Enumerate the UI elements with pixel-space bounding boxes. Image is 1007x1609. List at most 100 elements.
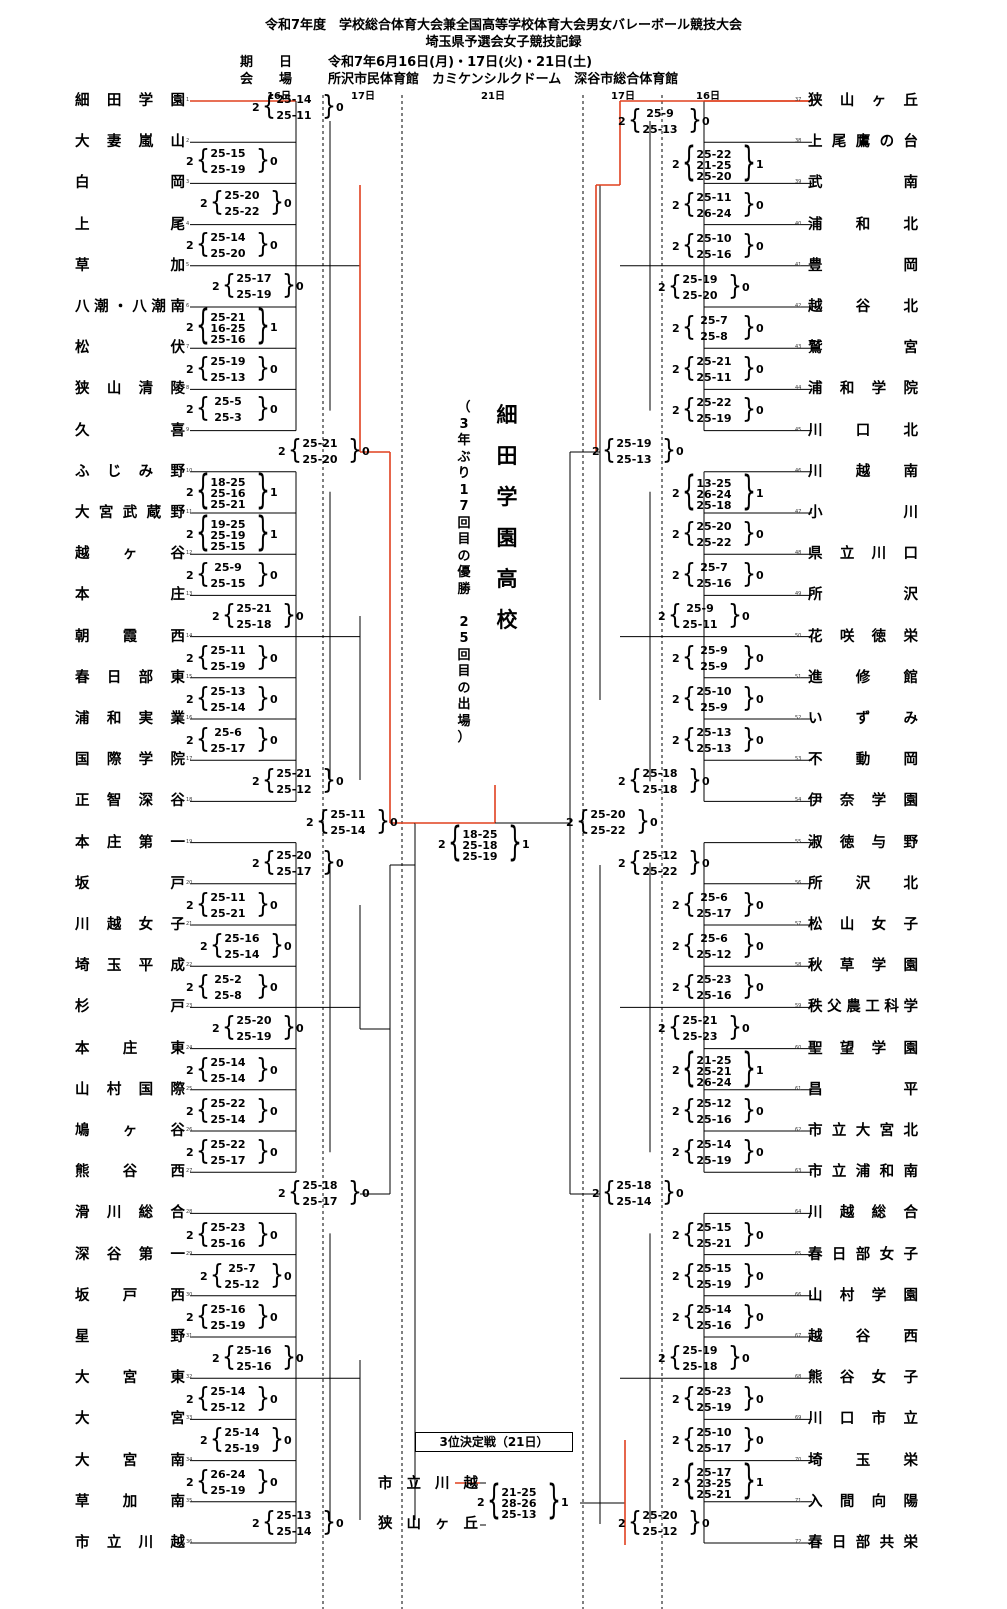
match-wins-2: 0 — [284, 940, 292, 953]
match-wins-1: 2 — [592, 445, 600, 458]
seed-number: 2 — [186, 138, 190, 145]
team-name: 坂戸 — [75, 875, 185, 892]
set-score: 25-22 — [696, 396, 732, 409]
brace-left: { — [196, 642, 210, 673]
seed-number: 64 — [795, 1209, 802, 1216]
match-wins-2: 0 — [270, 239, 278, 252]
brace-right: } — [742, 189, 756, 220]
brace-left: { — [196, 1219, 210, 1250]
brace-left: { — [682, 1383, 696, 1414]
match-wins-2: 1 — [561, 1496, 569, 1509]
brace-left: { — [288, 435, 302, 466]
team-name: 細田学園 — [75, 93, 185, 109]
set-score: 25-14 — [210, 1385, 246, 1398]
set-score: 25-10 — [696, 1426, 732, 1439]
team-name: 市立川越 — [75, 1535, 185, 1551]
match-wins-2: 0 — [756, 1393, 764, 1406]
match-wins-2: 0 — [270, 1476, 278, 1489]
team-name: いずみ — [808, 711, 918, 727]
match-wins-1: 2 — [672, 569, 680, 582]
set-score: 25-20 — [276, 849, 312, 862]
seed-number: 34 — [186, 1456, 193, 1463]
set-score: 25-16 — [210, 486, 246, 500]
team-name: 松伏 — [75, 340, 185, 357]
brace-right: } — [742, 1136, 756, 1167]
brace-right: } — [282, 270, 296, 301]
match-wins-2: 0 — [270, 1105, 278, 1118]
match-wins-2: 1 — [756, 487, 764, 500]
set-score: 25-11 — [210, 891, 246, 904]
brace-right: } — [256, 559, 270, 590]
third-place-label: 3位決定戦（21日） — [415, 1432, 573, 1452]
team-name: 久喜 — [75, 422, 185, 439]
brace-left: { — [196, 393, 210, 424]
brace-right: } — [728, 600, 742, 631]
set-score: 25-11 — [276, 109, 312, 122]
team-name: 上尾 — [75, 216, 185, 233]
match-wins-2: 0 — [756, 1229, 764, 1242]
match-wins-2: 0 — [756, 1311, 764, 1324]
brace-right: } — [256, 393, 270, 424]
match-wins-1: 2 — [278, 1187, 286, 1200]
brace-left: { — [196, 724, 210, 755]
match-wins-2: 0 — [756, 322, 764, 335]
set-score: 25-20 — [236, 1014, 272, 1027]
team-name: 本庄第一 — [75, 834, 185, 851]
set-score: 25-13 — [210, 685, 246, 698]
match-wins-1: 2 — [306, 816, 314, 829]
match-wins-2: 0 — [270, 693, 278, 706]
set-score: 25-19 — [462, 849, 498, 863]
set-score: 25-9 — [700, 701, 728, 714]
match-wins-2: 0 — [270, 1311, 278, 1324]
team-name: 杉戸 — [75, 999, 185, 1016]
set-score: 25-19 — [210, 1484, 246, 1497]
set-score: 25-18 — [682, 1360, 718, 1373]
match-wins-2: 0 — [702, 115, 710, 128]
brace-right: } — [270, 1260, 284, 1291]
set-score: 25-21 — [696, 355, 732, 368]
brace-left: { — [448, 820, 462, 866]
set-score: 25-14 — [696, 1303, 732, 1316]
team-name: 本庄東 — [75, 1040, 185, 1057]
match-wins-2: 0 — [296, 1352, 304, 1365]
brace-right: } — [728, 271, 742, 302]
brace-right: } — [636, 806, 650, 837]
set-score: 26-24 — [696, 487, 732, 501]
third-place-team1: 市立川越 — [378, 1476, 478, 1492]
set-score: 25-3 — [214, 411, 242, 424]
match-wins-2: 0 — [284, 1270, 292, 1283]
team-name: 白岡 — [75, 175, 185, 192]
team-name: 小川 — [808, 505, 918, 521]
seed-number: 18 — [186, 797, 193, 804]
brace-left: { — [196, 559, 210, 590]
team-name: 浦和実業 — [75, 711, 185, 727]
brace-left: { — [288, 1177, 302, 1208]
match-wins-1: 2 — [186, 899, 194, 912]
match-wins-2: 1 — [756, 158, 764, 171]
brace-left: { — [210, 930, 224, 961]
match-wins-2: 0 — [756, 940, 764, 953]
brace-left: { — [222, 270, 236, 301]
team-name: 秋草学園 — [808, 958, 918, 975]
team-name: 所沢北 — [808, 875, 918, 892]
brace-left: { — [602, 435, 616, 466]
brace-left: { — [668, 1012, 682, 1043]
seed-number: 36 — [186, 1539, 193, 1545]
brace-left: { — [682, 1219, 696, 1250]
team-name: 越谷西 — [808, 1329, 918, 1345]
match-wins-1: 2 — [672, 940, 680, 953]
set-score: 25-16 — [236, 1360, 272, 1373]
set-score: 25-19 — [682, 1344, 718, 1357]
team-name: 川口市立 — [808, 1411, 918, 1428]
set-score: 25-19 — [696, 1154, 732, 1167]
match-wins-1: 2 — [278, 445, 286, 458]
set-score: 25-13 — [642, 123, 678, 136]
seed-number: 71 — [795, 1497, 802, 1504]
match-wins-1: 2 — [672, 1434, 680, 1447]
seed-number: 37 — [795, 97, 802, 103]
team-name: 坂戸西 — [75, 1287, 185, 1304]
brace-left: { — [262, 765, 276, 796]
match-wins-2: 0 — [270, 1229, 278, 1242]
team-name: 狭山ヶ丘 — [808, 93, 918, 109]
set-score: 25-17 — [210, 742, 246, 755]
